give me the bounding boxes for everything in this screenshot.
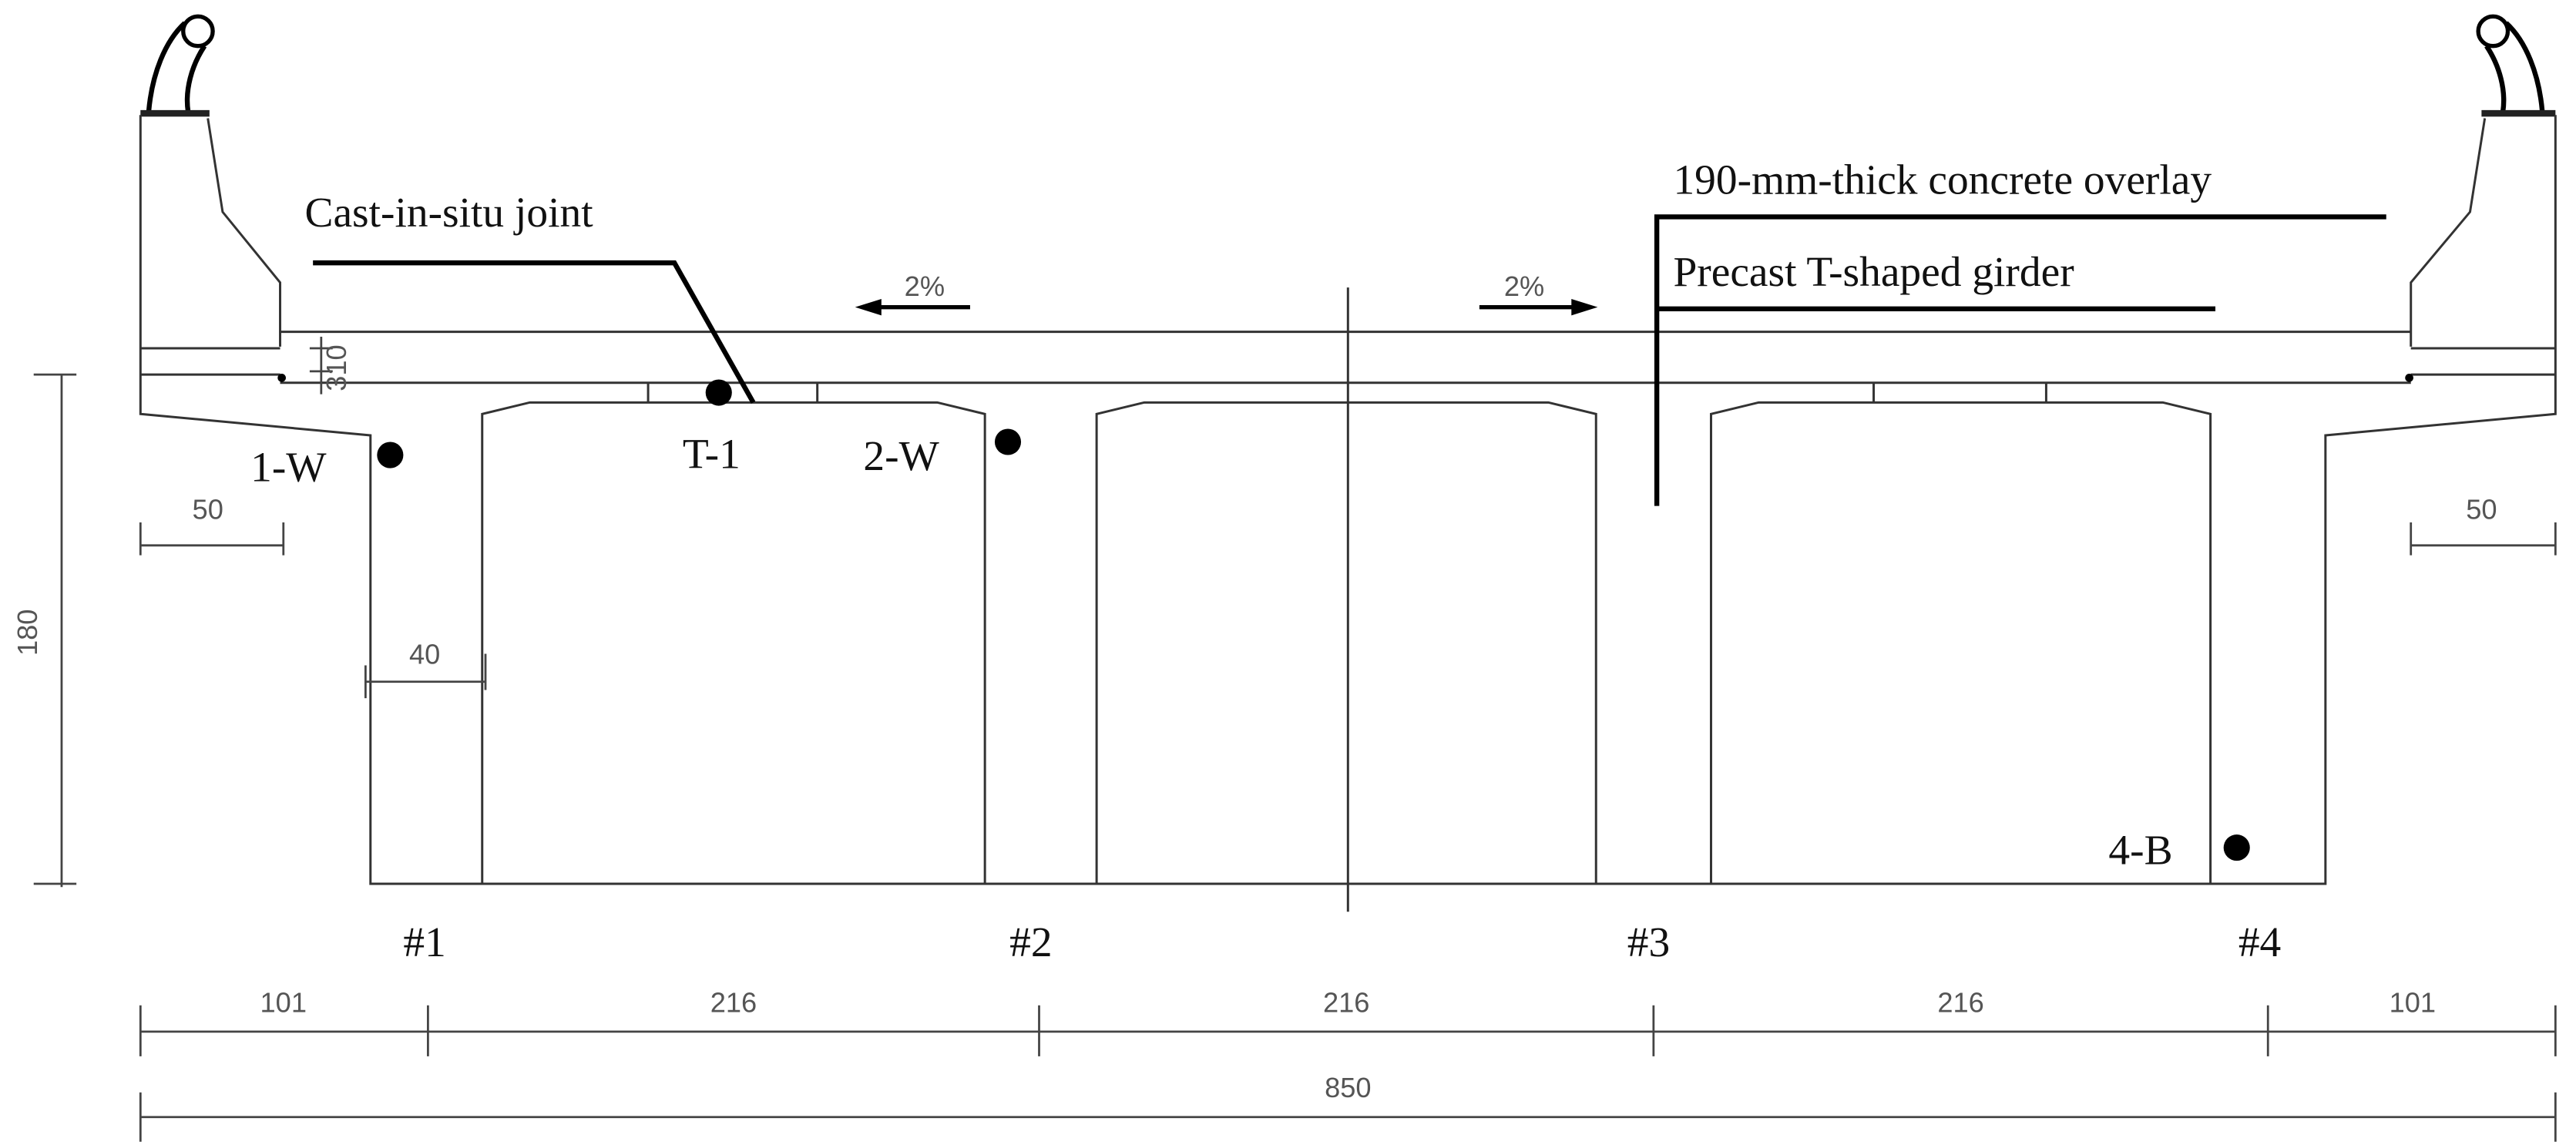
slope-left-label: 2% — [905, 270, 945, 302]
dimension-lines — [33, 337, 2557, 1142]
right-railing — [2476, 14, 2556, 117]
dim-span: 216 — [1937, 986, 1983, 1018]
sensor-label: 4-B — [2108, 826, 2172, 873]
dim-span: 101 — [2390, 986, 2436, 1018]
girder-label: Precast T-shaped girder — [1673, 248, 2074, 295]
slope-right-arrow-icon — [1479, 299, 1598, 316]
girder-number: #3 — [1627, 918, 1670, 965]
joint-leader — [313, 260, 756, 404]
dim-total: 850 — [1325, 1072, 1371, 1103]
dim-span: 216 — [710, 986, 757, 1018]
sensor-dot-1-W — [377, 442, 404, 468]
overlay-leader — [1654, 214, 2386, 506]
dim-span: 216 — [1323, 986, 1369, 1018]
sensor-label: 1-W — [250, 444, 327, 491]
slope-right-label: 2% — [1504, 270, 1544, 302]
dim-cantilever-right: 50 — [2466, 494, 2497, 525]
joint-label: Cast-in-situ joint — [305, 189, 594, 236]
dim-span: 101 — [260, 986, 307, 1018]
girder-number: #4 — [2238, 918, 2281, 965]
sensor-label: 2-W — [863, 432, 939, 479]
dim-web: 40 — [409, 638, 440, 670]
overlay-label: 190-mm-thick concrete overlay — [1673, 156, 2212, 203]
left-railing — [140, 14, 215, 117]
girder-number: #1 — [403, 918, 445, 965]
sensor-dot-2-W — [994, 428, 1022, 455]
dim-cantilever-left: 50 — [193, 494, 223, 525]
dim-overlay: 310 — [321, 344, 352, 391]
dim-height: 180 — [12, 609, 43, 656]
deck-outline — [139, 115, 2557, 912]
girder-number: #2 — [1009, 918, 1052, 965]
sensor-dot-T-1 — [705, 379, 732, 406]
sensor-label: T-1 — [683, 431, 741, 478]
slope-left-arrow-icon — [855, 299, 970, 316]
sensor-dot-4-B — [2223, 834, 2250, 861]
